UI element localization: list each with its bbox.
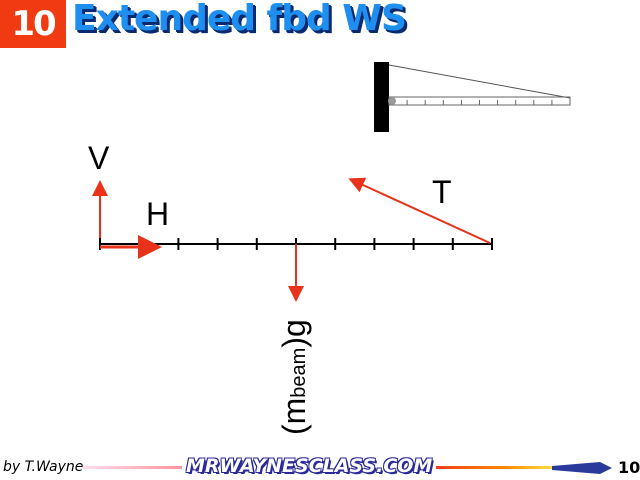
slide-number: 10 bbox=[0, 0, 66, 48]
label-v: V bbox=[88, 140, 110, 176]
hinge-icon bbox=[388, 97, 396, 105]
label-weight: (mbeam)g bbox=[276, 319, 312, 435]
page-title: Extended fbd WS bbox=[72, 0, 407, 39]
label-h: H bbox=[146, 196, 170, 232]
wall-beam-sketch bbox=[374, 62, 571, 132]
cable bbox=[388, 64, 571, 99]
site-logo[interactable]: MRWAYNESCLASS.COM bbox=[182, 455, 437, 477]
label-t: T bbox=[432, 174, 452, 210]
wall bbox=[374, 62, 389, 132]
author: by T.Wayne bbox=[3, 459, 84, 475]
tension-force-arrow bbox=[348, 177, 491, 244]
page-number: 10 bbox=[618, 458, 640, 477]
